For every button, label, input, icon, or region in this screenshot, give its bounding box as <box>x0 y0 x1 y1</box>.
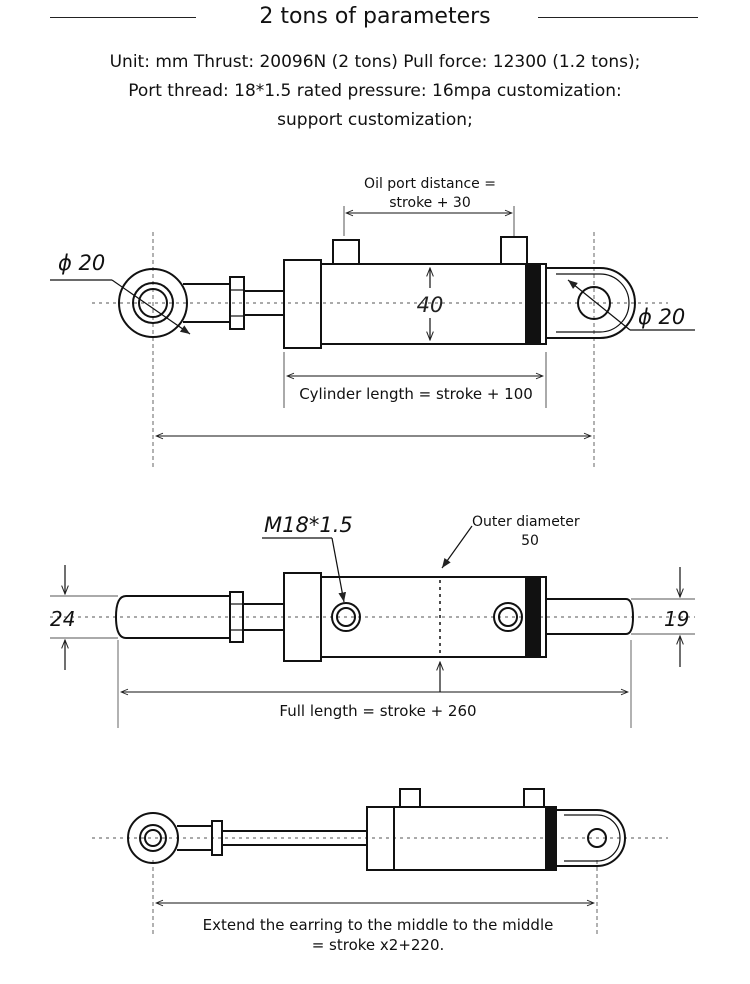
view-bottom: Extend the earring to the middle to the … <box>92 788 668 954</box>
left-eye-diameter: ϕ 20 <box>58 251 105 275</box>
oil-port-right <box>500 236 528 265</box>
right-rod-dim: 19 <box>664 607 689 631</box>
port-right-outer <box>493 602 523 632</box>
right-eye-diameter: ϕ 20 <box>638 305 685 329</box>
oil-port-distance-line1: Oil port distance = <box>364 176 496 192</box>
rod-eye-outer <box>118 268 188 338</box>
rod-nut <box>229 276 245 330</box>
clevis-3-inner <box>564 814 621 862</box>
port-left-inner <box>336 607 356 627</box>
rod-nut-3 <box>211 820 223 856</box>
port-left-outer <box>331 602 361 632</box>
parameter-description: Unit: mm Thrust: 20096N (2 tons) Pull fo… <box>30 48 720 135</box>
clevis-hole <box>577 286 611 320</box>
outer-diameter-line2: 50 <box>521 533 539 549</box>
rod-eye-inner <box>138 288 168 318</box>
rod-nut-2 <box>229 591 244 643</box>
oil-port-distance-line2: stroke + 30 <box>389 195 470 211</box>
end-cap-2 <box>539 576 547 658</box>
param-line-1: Unit: mm Thrust: 20096N (2 tons) Pull fo… <box>109 52 641 72</box>
cylinder-diameter-label: 40 <box>417 293 444 317</box>
gland <box>283 259 322 349</box>
rod-eye-3-mid <box>139 824 167 852</box>
earring-note-line2: = stroke x2+220. <box>312 936 445 954</box>
title-rule-right <box>538 17 698 18</box>
earring-note-line1: Extend the earring to the middle to the … <box>203 916 554 934</box>
clevis <box>546 267 636 339</box>
oil-port-left <box>332 239 360 265</box>
piston-rod-3 <box>222 830 367 846</box>
full-length-label: Full length = stroke + 260 <box>279 702 476 720</box>
clevis-3-hole <box>587 828 607 848</box>
cylinder-length-label: Cylinder length = stroke + 100 <box>299 385 533 403</box>
rod-eye-3-inner <box>144 829 162 847</box>
end-cap <box>539 263 547 345</box>
view-middle: Outer diameter 50 M18*1.5 24 19 Full len… <box>50 513 695 728</box>
port-3-right <box>523 788 545 808</box>
page-title: 2 tons of parameters <box>259 4 491 29</box>
rod-eye-mid <box>132 282 174 324</box>
thread-label: M18*1.5 <box>264 513 353 537</box>
piston-rod <box>244 290 284 316</box>
end-cap-band <box>525 263 541 345</box>
end-cap-band-2 <box>525 576 541 658</box>
port-3-left <box>399 788 421 808</box>
rod-neck <box>183 283 230 323</box>
title-rule-left <box>50 17 196 18</box>
rod-eye-3-outer <box>127 812 179 864</box>
param-line-3: support customization; <box>277 110 473 130</box>
rod-end-right <box>546 598 635 635</box>
end-cap-band-3 <box>545 806 557 871</box>
clevis-3 <box>556 809 626 867</box>
rod-neck-3 <box>177 825 212 851</box>
clevis-inner <box>556 273 630 333</box>
port-right-inner <box>498 607 518 627</box>
view-top: 40 Oil port distance = stroke + 30 ϕ 20 … <box>50 176 695 470</box>
left-rod-dim: 24 <box>50 607 75 631</box>
piston-rod-2 <box>243 603 284 631</box>
rod-end-left <box>114 595 231 639</box>
param-line-2: Port thread: 18*1.5 rated pressure: 16mp… <box>128 81 622 101</box>
outer-diameter-line1: Outer diameter <box>472 514 580 530</box>
